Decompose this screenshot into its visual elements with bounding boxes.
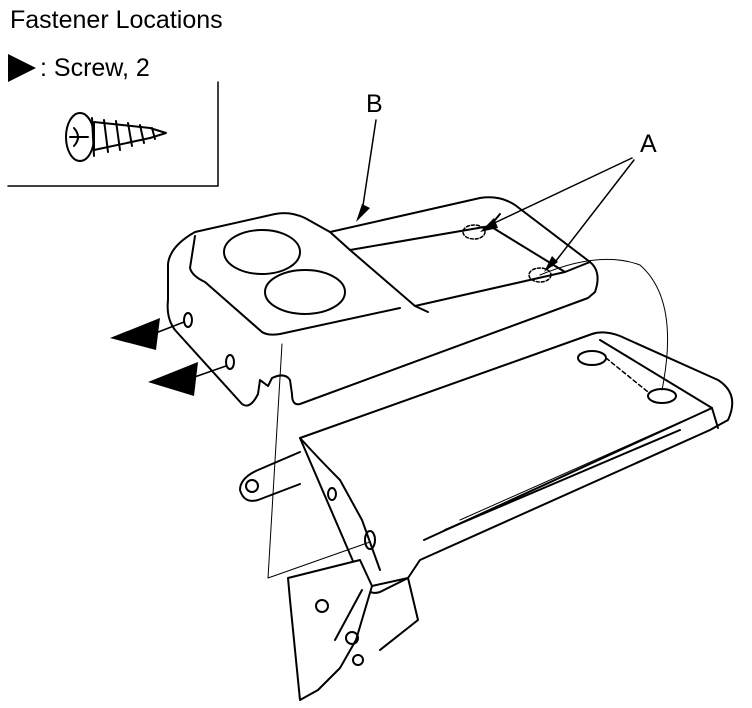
leader-line-a2	[551, 159, 635, 267]
cup-holder-rear	[223, 229, 301, 275]
screw-arrow-lower	[148, 362, 198, 396]
clip-connector	[539, 258, 669, 391]
legend-box-frame	[7, 81, 219, 187]
fastener-legend: : Screw, 2	[8, 52, 150, 84]
screw-arrow-upper	[110, 318, 160, 350]
arrowhead-b	[356, 204, 370, 222]
cup-holder-front	[264, 269, 346, 315]
leader-lines	[147, 119, 669, 579]
clip-a-locations	[462, 224, 552, 283]
armrest-base	[239, 331, 734, 701]
base-screw-hole	[364, 530, 376, 550]
callout-label-b: B	[366, 90, 383, 118]
arrowheads	[110, 204, 558, 396]
lid-outline	[166, 196, 599, 407]
armrest-lid-assembly	[166, 196, 599, 407]
bracket	[287, 559, 373, 701]
bracket-leader-frame	[267, 343, 371, 579]
screw-hole-upper	[183, 312, 193, 328]
leader-line-a1	[487, 157, 633, 227]
leader-line-b	[361, 119, 377, 213]
page-title: Fastener Locations	[10, 6, 223, 34]
callout-label-a: A	[640, 130, 657, 158]
triangle-right-icon	[8, 54, 36, 82]
screw-hole-lower	[225, 354, 235, 370]
legend-text: : Screw, 2	[40, 54, 150, 82]
arrowhead-a2	[544, 256, 558, 272]
screw-icon	[65, 112, 167, 162]
arrowhead-a1	[480, 218, 498, 232]
